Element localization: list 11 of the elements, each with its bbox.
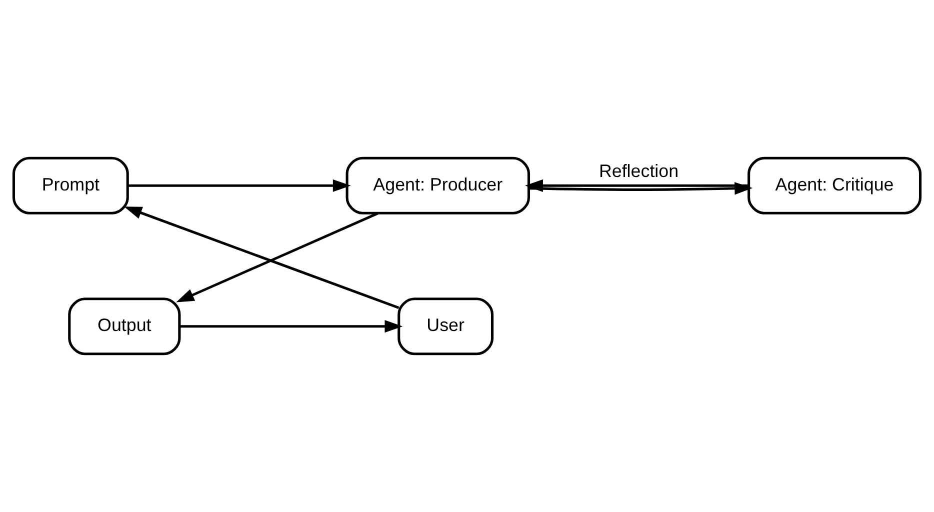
arrow — [128, 179, 351, 192]
node-box: User — [398, 298, 494, 356]
edge-label: Reflection — [598, 160, 679, 181]
node-box: Output — [68, 298, 181, 356]
node-box: Agent: Producer — [346, 156, 530, 214]
arrow — [176, 212, 379, 302]
node-box: Prompt — [12, 156, 129, 214]
arrow — [525, 179, 749, 192]
arrow — [124, 206, 400, 310]
node-box: Agent: Critique — [748, 156, 922, 214]
arrow — [180, 320, 403, 333]
